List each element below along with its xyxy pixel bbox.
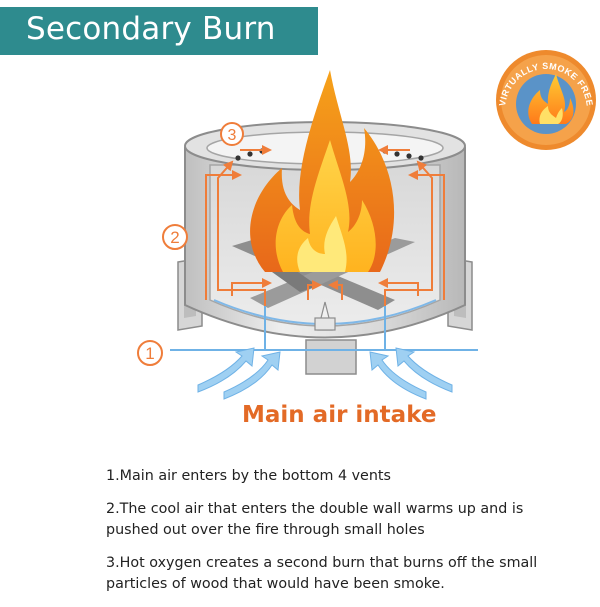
main-air-intake-label: Main air intake bbox=[242, 402, 437, 428]
marker-3-label: 3 bbox=[228, 127, 237, 144]
title-banner: Secondary Burn bbox=[0, 7, 318, 55]
note-step-3: 3.Hot oxygen creates a second burn that … bbox=[106, 555, 538, 592]
explanation-notes: 1.Main air enters by the bottom 4 vents … bbox=[106, 466, 576, 607]
stand-base bbox=[305, 339, 357, 375]
smoke-free-badge: VIRTUALLY SMOKE FREE bbox=[496, 50, 596, 150]
airflow-arrows bbox=[205, 145, 445, 312]
banner-title: Secondary Burn bbox=[26, 11, 276, 47]
air-intake-arrows bbox=[197, 347, 453, 400]
note-step-2: 2.The cool air that enters the double wa… bbox=[106, 501, 524, 538]
marker-1: 1 bbox=[137, 340, 163, 366]
marker-2-label: 2 bbox=[170, 228, 179, 247]
marker-3: 3 bbox=[220, 122, 244, 146]
marker-2: 2 bbox=[162, 224, 188, 250]
air-intake-lines bbox=[170, 306, 478, 351]
fire-flame bbox=[250, 70, 395, 272]
marker-1-label: 1 bbox=[145, 344, 154, 363]
note-step-1: 1.Main air enters by the bottom 4 vents bbox=[106, 468, 391, 484]
